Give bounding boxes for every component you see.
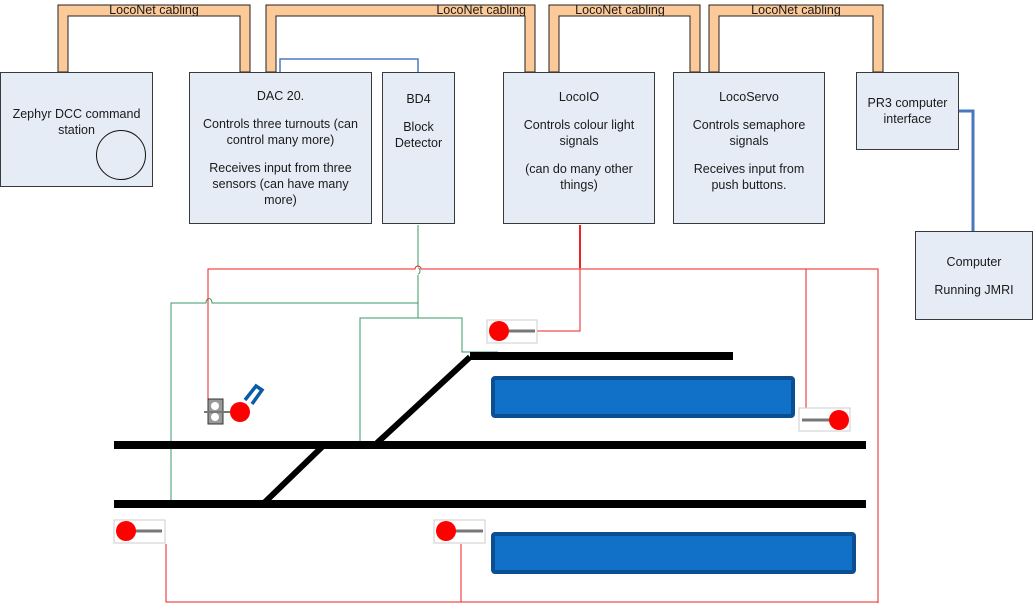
box-text-line: Computer	[946, 254, 1002, 269]
cable-label: LocoNet cabling	[751, 3, 841, 17]
detector-wires	[170, 225, 498, 500]
box-text-line: more)	[264, 193, 297, 207]
box-text-line: Controls colour light	[523, 118, 635, 132]
box-text-line: LocoIO	[558, 90, 600, 104]
signal-lamp	[489, 321, 509, 341]
box-text-line: Controls semaphore	[692, 118, 806, 132]
box-text-line: Receives input from	[693, 162, 805, 176]
semaphore-arm-icon	[243, 383, 265, 406]
colour-light-signal-upper[interactable]	[486, 319, 538, 344]
ground-signal-with-push-button[interactable]	[204, 383, 265, 425]
zephyr-command-station[interactable]: Zephyr DCC command station	[0, 72, 153, 187]
cable-label: LocoNet cabling	[575, 3, 665, 17]
box-text-line: BD4	[406, 92, 431, 106]
box-text-line: signals	[559, 134, 599, 148]
box-text-line: signals	[729, 134, 769, 148]
box-text-line: station	[58, 123, 95, 137]
box-text-line: PR3 computer	[867, 96, 948, 110]
colour-light-signal-lower-left[interactable]	[113, 519, 166, 544]
cable-label: LocoNet cabling	[109, 3, 199, 17]
signal-lamp	[829, 410, 849, 430]
tracks	[114, 352, 866, 508]
box-text-line: push buttons.	[711, 178, 787, 192]
box-text-line: interface	[883, 112, 932, 126]
box-text-line: things)	[560, 178, 598, 192]
upper-platform	[491, 376, 795, 418]
locoio-box[interactable]: LocoIO Controls colour light signals (can d…	[503, 72, 655, 224]
box-text-line: LocoServo	[719, 90, 779, 104]
signal-lamp	[116, 521, 136, 541]
semaphore-signal-right[interactable]	[798, 407, 851, 432]
box-text-line: (can do many other	[525, 162, 633, 176]
dac-bd4-link	[279, 58, 419, 72]
box-text-line: Zephyr DCC command	[12, 107, 141, 121]
box-text-line: Block	[403, 120, 434, 134]
box-text-line: Detector	[394, 136, 443, 150]
signal-lamp	[230, 402, 250, 422]
loconet-cables	[57, 4, 884, 73]
box-text-line: sensors (can have many	[212, 177, 349, 191]
box-text-line: Controls three turnouts (can	[203, 117, 358, 131]
box-text-line: DAC 20.	[256, 89, 305, 103]
colour-light-signal-lower-middle[interactable]	[433, 519, 486, 544]
pr3-interface-box[interactable]: PR3 computer interface	[856, 72, 959, 150]
pr3-computer-link	[958, 109, 975, 232]
siding-turnout	[374, 354, 473, 446]
cable-label: LocoNet cabling	[436, 3, 526, 17]
dac20-box[interactable]: DAC 20. Controls three turnouts (can contr…	[189, 72, 372, 224]
box-text-line: control many more)	[226, 133, 335, 147]
signal-lamp	[436, 521, 456, 541]
lower-platform	[491, 532, 856, 574]
crossover	[261, 443, 326, 506]
throttle-knob-icon	[96, 130, 146, 180]
box-text-line: Receives input from three	[209, 161, 352, 175]
box-text-line: Running JMRI	[934, 282, 1014, 297]
